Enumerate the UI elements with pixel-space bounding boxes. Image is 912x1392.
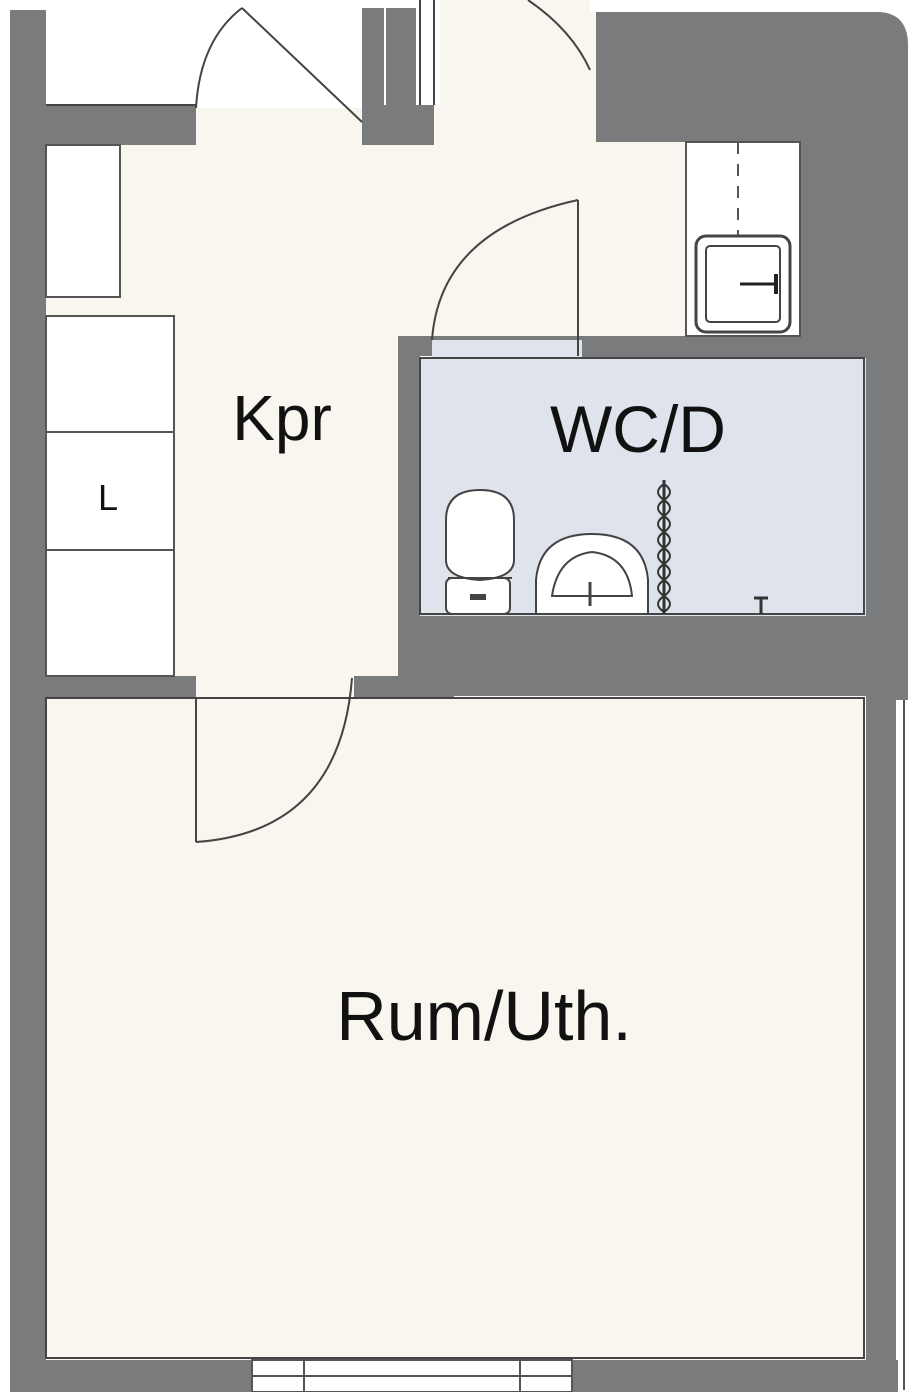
wc-shower-label: WC/D — [550, 392, 726, 466]
room-door-swing — [195, 677, 353, 843]
storage-3 — [45, 549, 175, 677]
hall-floor-fill-4 — [398, 145, 684, 336]
entrance-door-leaf — [241, 7, 363, 123]
hall-floor-fill — [174, 296, 398, 676]
storage-1 — [45, 315, 175, 433]
room-floor — [46, 698, 866, 1360]
wall-top-middle — [362, 105, 434, 145]
wall-left — [10, 10, 46, 1390]
room-floor-gap — [196, 676, 354, 700]
hall-floor-fill-3 — [196, 108, 362, 148]
wall-top-pillar — [386, 8, 416, 108]
wall-top-right — [590, 12, 908, 700]
doors — [195, 0, 591, 843]
wall-middle-left — [10, 676, 196, 698]
storage-2 — [45, 431, 175, 551]
wall-bottom-left — [10, 1360, 252, 1392]
floor-drain — [754, 596, 768, 614]
wc-door-swing — [431, 199, 579, 341]
toilet-flush — [470, 594, 486, 600]
wall-wc-left — [398, 336, 420, 636]
room-outline — [45, 697, 865, 1359]
basin-bowl — [550, 550, 634, 597]
top-right-door-swing — [527, 0, 591, 71]
window — [251, 1359, 573, 1392]
toilet-bowl — [445, 488, 515, 582]
wc-fixtures — [445, 480, 768, 615]
hall-floor-fill-2 — [120, 145, 398, 325]
shower-curtain — [657, 483, 671, 613]
storage-label: L — [98, 477, 118, 518]
storage-units — [45, 144, 175, 677]
walls — [10, 8, 908, 1392]
top-left-space — [46, 0, 362, 105]
wardrobe-top — [45, 144, 121, 298]
kitchenette — [685, 141, 801, 337]
wall-top-pillar-2 — [362, 8, 384, 108]
wc-floor-door — [432, 340, 582, 360]
wall-right — [866, 690, 896, 1390]
wall-middle-right — [354, 676, 454, 698]
hall-label: Kpr — [232, 382, 332, 454]
entrance-door-swing — [195, 7, 243, 109]
wall-wc-bottom — [398, 616, 898, 696]
room-label: Rum/Uth. — [336, 977, 632, 1055]
wall-top-left — [10, 105, 196, 145]
wall-bottom-right — [572, 1360, 898, 1392]
wall-wc-top-right — [580, 336, 866, 358]
